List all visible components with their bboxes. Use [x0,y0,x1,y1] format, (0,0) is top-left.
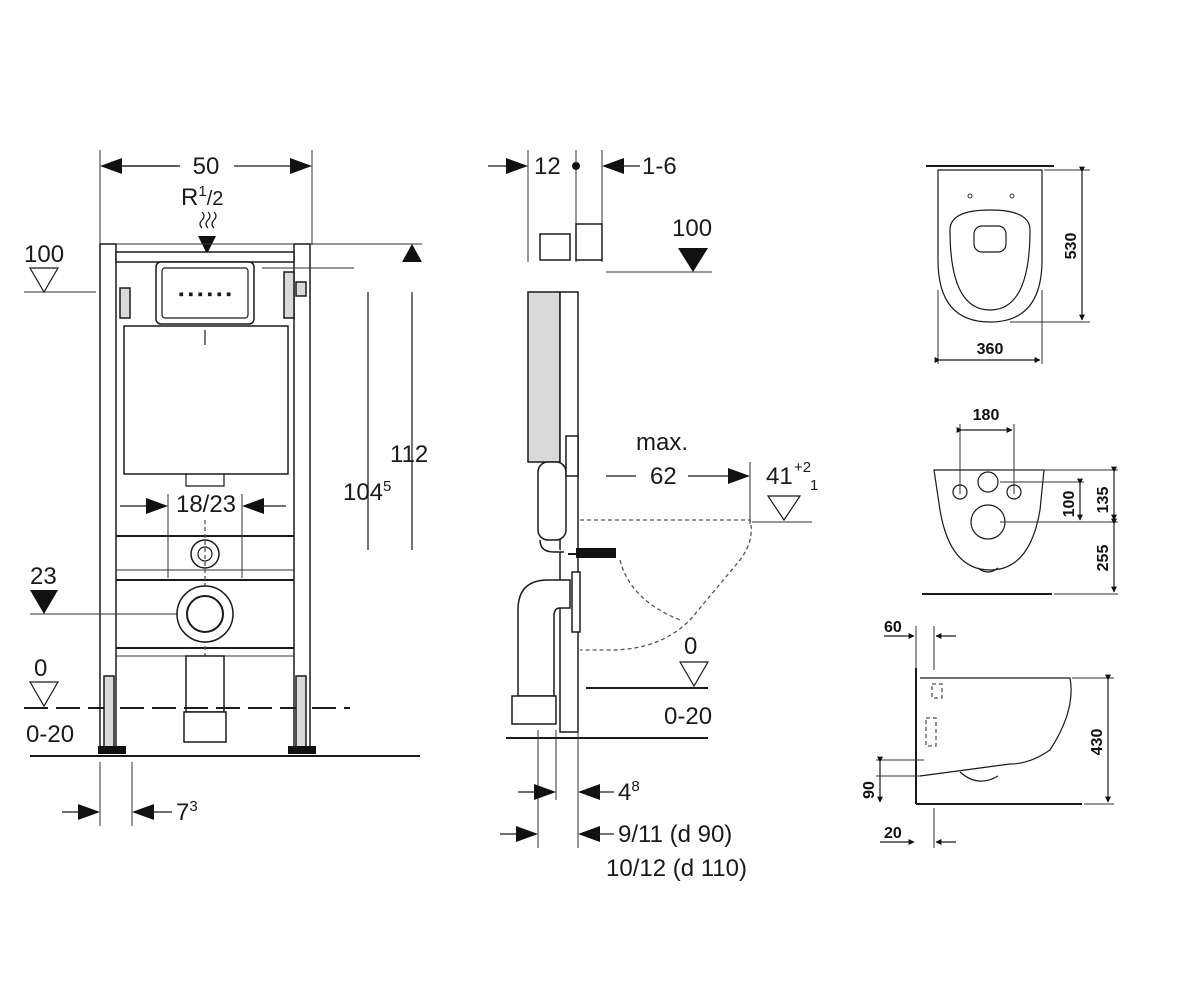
seat-level-marker-icon [766,495,802,522]
front-floor-range-label: 0-20 [26,721,74,748]
bottom-offset-label: 48 [618,778,640,806]
max-projection-label: 62 [650,463,677,490]
svg-text:▪ ▪ ▪ ▪ ▪ ▪: ▪ ▪ ▪ ▪ ▪ ▪ [179,286,232,303]
max-label: max. [636,429,688,456]
svg-text:+2: +2 [794,459,811,476]
seat-height-label: 41 [766,463,793,490]
height-total-label: 112 [390,441,428,468]
side-floor-label: 20 [884,825,902,842]
side-bottom-label: 90 [861,781,878,799]
side-floor-marker-icon [678,661,710,688]
side-level-marker-icon [678,248,708,272]
side-floor-range-label: 0-20 [664,703,712,730]
side-adjust-label: 1-6 [642,153,677,180]
water-inlet-icon [199,211,205,229]
inlet-label: R1/2 [181,183,223,211]
front-view: 50 R1/2 100 ▪ ▪ ▪ ▪ ▪ ▪ [24,150,428,826]
side-view: 12 1-6 100 max. 62 41 +2 1 [488,150,818,882]
svg-text:1: 1 [810,477,818,494]
pipe-offset-110-label: 10/12 (d 110) [606,855,747,882]
drain-level-label: 23 [30,563,57,590]
drain-level-marker-icon [30,590,58,614]
side-top-offset-label: 60 [884,619,902,636]
rear-bolt-spacing-label: 180 [973,407,1000,424]
side-level-100-label: 100 [672,215,712,242]
pipe-offset-90-label: 9/11 (d 90) [618,821,732,848]
top-width-label: 360 [977,341,1004,358]
rear-lower-label: 255 [1095,545,1112,572]
front-width-label: 50 [193,153,220,180]
side-floor-level-label: 0 [684,633,697,660]
foot-offset-label: 73 [176,798,198,826]
rear-inlet-offset-label: 100 [1061,491,1078,518]
rear-upper-label: 135 [1095,487,1112,514]
top-length-label: 530 [1063,233,1080,260]
height-frame-label: 1045 [343,478,391,506]
front-level-100-label: 100 [24,241,64,268]
level-marker-icon [28,267,60,294]
side-height-label: 430 [1089,729,1106,756]
bowl-side-view: 60 430 90 20 [861,619,1114,848]
bowl-top-view: 530 360 [926,165,1090,364]
side-depth-label: 12 [534,153,561,180]
floor-level-marker-icon [28,681,60,708]
front-floor-level-label: 0 [34,655,47,682]
mount-spacing-label: 18/23 [176,491,236,518]
bowl-rear-view: 180 100 135 255 [922,407,1118,595]
